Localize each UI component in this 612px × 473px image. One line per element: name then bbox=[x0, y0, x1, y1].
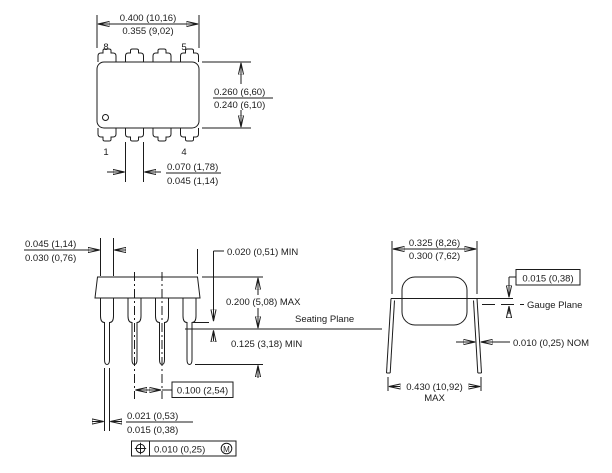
seating-plane-label: Seating Plane bbox=[295, 314, 354, 325]
position-tolerance-value: 0.010 (0,25) bbox=[154, 445, 205, 456]
dim-tab-width: 0.070 (1,78) 0.045 (1,14) bbox=[107, 142, 221, 187]
package-body-front-view bbox=[94, 276, 201, 299]
dim-lead-width-nom-value: 0.010 (0,25) NOM bbox=[513, 338, 589, 349]
dim-body-width: 0.260 (6,60) 0.240 (6,10) bbox=[202, 61, 273, 129]
front-view: 0.045 (1,14) 0.030 (0,76) 0.020 (0,51) M… bbox=[24, 238, 382, 457]
pin-number-4: 4 bbox=[181, 147, 186, 158]
svg-text:M: M bbox=[223, 445, 230, 454]
pin1-indicator-dot bbox=[102, 114, 109, 121]
dim-gauge-offset: 0.015 (0,38) bbox=[509, 269, 581, 315]
dim-body-width-min: 0.240 (6,10) bbox=[214, 100, 265, 111]
position-tolerance-icon bbox=[134, 442, 147, 455]
dim-shoulder-width-min: 0.030 (0,76) bbox=[25, 253, 76, 264]
dim-lead-length: 0.125 (3,18) MIN bbox=[195, 339, 302, 378]
dim-body-length-max: 0.400 (10,16) bbox=[120, 13, 177, 24]
dim-lead-span-max: 0.325 (8,26) bbox=[409, 238, 460, 249]
dim-body-height: 0.200 (5,08) MAX bbox=[197, 249, 301, 328]
dim-lead-pitch-value: 0.100 (2,54) bbox=[177, 386, 228, 397]
dim-body-length: 0.400 (10,16) 0.355 (9,02) bbox=[96, 13, 200, 48]
gauge-plane-label: Gauge Plane bbox=[527, 300, 582, 311]
dim-gauge-offset-value: 0.015 (0,38) bbox=[522, 274, 573, 285]
dim-body-length-min: 0.355 (9,02) bbox=[122, 26, 173, 37]
dim-standoff-value: 0.020 (0,51) MIN bbox=[227, 247, 298, 258]
package-body-top-view bbox=[96, 61, 200, 129]
dim-body-height-value: 0.200 (5,08) MAX bbox=[226, 297, 301, 308]
dim-shoulder-width-max: 0.045 (1,14) bbox=[25, 239, 76, 250]
front-leads bbox=[100, 297, 197, 365]
top-view: 8 5 1 4 0.400 (10,16) 0.355 (9,02) 0.260… bbox=[96, 13, 273, 187]
dim-tab-width-min: 0.045 (1,14) bbox=[167, 176, 218, 187]
dim-tab-width-max: 0.070 (1,78) bbox=[167, 162, 218, 173]
pin-number-1: 1 bbox=[103, 147, 108, 158]
pin-number-8: 8 bbox=[103, 42, 108, 53]
dim-body-width-max: 0.260 (6,60) bbox=[214, 87, 265, 98]
side-view: 0.325 (8,26) 0.300 (7,62) 0.015 (0,38) G… bbox=[386, 238, 589, 404]
dim-shoulder-width: 0.045 (1,14) 0.030 (0,76) bbox=[24, 238, 126, 276]
dim-lead-span-min: 0.300 (7,62) bbox=[409, 251, 460, 262]
dim-lead-length-value: 0.125 (3,18) MIN bbox=[231, 339, 302, 350]
mmc-icon: M bbox=[220, 442, 233, 455]
side-leads bbox=[386, 298, 482, 374]
dim-lead-width-nom: 0.010 (0,25) NOM bbox=[456, 338, 589, 349]
feature-control-frame: 0.010 (0,25) M bbox=[131, 440, 237, 457]
package-body-side-view bbox=[401, 276, 468, 326]
pin-number-5: 5 bbox=[181, 42, 186, 53]
dim-overall-width: 0.430 (10,92) MAX bbox=[387, 377, 482, 404]
dim-overall-width-value: 0.430 (10,92) bbox=[406, 382, 463, 393]
dim-lead-pitch: 0.100 (2,54) bbox=[136, 381, 234, 398]
dim-lead-thickness: 0.021 (0,53) 0.015 (0,38) bbox=[92, 368, 193, 436]
dim-standoff: 0.020 (0,51) MIN bbox=[193, 247, 298, 341]
dim-lead-thickness-min: 0.015 (0,38) bbox=[127, 425, 178, 436]
dim-overall-width-suffix: MAX bbox=[424, 393, 445, 404]
dim-lead-thickness-max: 0.021 (0,53) bbox=[127, 411, 178, 422]
dim-lead-span: 0.325 (8,26) 0.300 (7,62) bbox=[391, 238, 478, 294]
